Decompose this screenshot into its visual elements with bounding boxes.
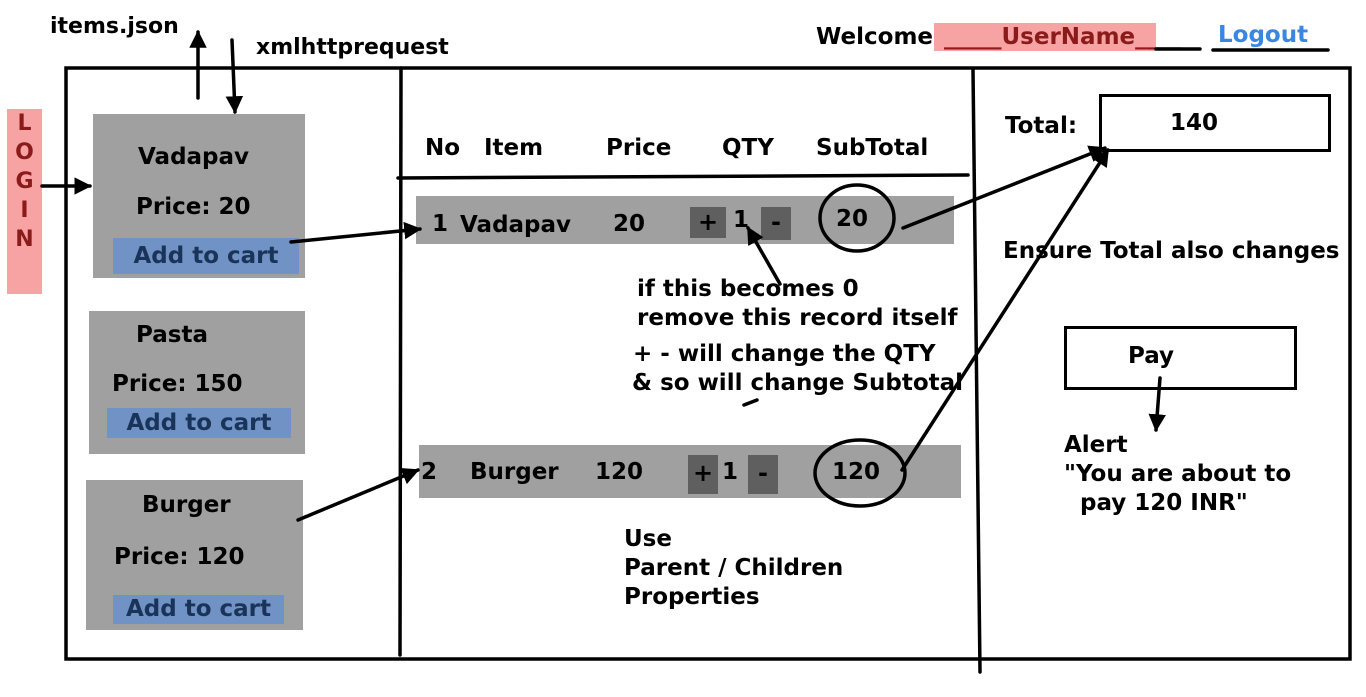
divider-line <box>398 66 403 657</box>
total-label: Total: <box>1005 113 1078 139</box>
arrow-add-burger <box>296 467 420 522</box>
login-letter: I <box>20 198 29 223</box>
product-price: Price: 120 <box>114 544 245 570</box>
note-remove-line1: if this becomes 0 <box>637 276 859 302</box>
xmlhttprequest-label: xmlhttprequest <box>256 35 449 60</box>
cart-header-no: No <box>425 135 461 161</box>
login-letter: N <box>15 227 34 252</box>
note-use-line3: Properties <box>624 584 760 610</box>
note-alert-line2: "You are about to <box>1064 461 1292 487</box>
cart-header-subtotal: SubTotal <box>816 135 929 161</box>
product-name: Vadapav <box>138 144 250 170</box>
cart-header-item: Item <box>484 135 544 161</box>
cart-row-subtotal: 120 <box>832 459 881 485</box>
note-qty-line1: + - will change the QTY <box>633 341 936 367</box>
add-to-cart-button[interactable]: Add to cart <box>107 408 291 438</box>
cart-row-price: 20 <box>613 211 646 237</box>
note-remove-line2: remove this record itself <box>637 305 958 331</box>
cart-row-qty: 1 <box>722 459 739 485</box>
note-use-line1: Use <box>624 526 672 552</box>
qty-plus-button[interactable]: + <box>690 207 726 238</box>
arrow-from-xhr <box>225 38 244 114</box>
qty-plus-button[interactable]: + <box>688 455 718 494</box>
username-label: _____UserName____ <box>944 24 1182 50</box>
add-to-cart-button[interactable]: Add to cart <box>113 595 284 624</box>
note-qty-line2: & so will change Subtotal <box>632 370 964 396</box>
product-price: Price: 20 <box>136 194 251 220</box>
welcome-label: Welcome <box>816 24 934 50</box>
stray-mark <box>742 398 759 407</box>
arrow-add-vadapav <box>289 221 422 244</box>
divider-line <box>971 68 982 674</box>
product-name: Burger <box>142 492 231 518</box>
cart-header-underline <box>396 173 970 180</box>
pay-button[interactable] <box>1064 326 1297 390</box>
items-json-label: items.json <box>50 14 179 39</box>
login-letter: O <box>15 140 34 165</box>
cart-row-item: Vadapav <box>460 212 572 238</box>
note-alert-line1: Alert <box>1064 432 1128 458</box>
cart-row-qty: 1 <box>733 207 750 233</box>
login-letter: L <box>17 111 32 136</box>
cart-row-subtotal: 20 <box>836 206 869 232</box>
username-highlight <box>934 23 1156 51</box>
cart-row-no: 2 <box>421 459 438 485</box>
add-to-cart-button[interactable]: Add to cart <box>113 238 299 274</box>
product-name: Pasta <box>136 322 208 348</box>
qty-minus-button[interactable]: - <box>748 455 778 494</box>
cart-header-qty: QTY <box>722 135 774 161</box>
cart-row-no: 1 <box>432 211 449 237</box>
qty-minus-button[interactable]: - <box>761 207 791 240</box>
total-value: 140 <box>1170 110 1219 136</box>
cart-row-item: Burger <box>470 459 559 485</box>
note-total-changes: Ensure Total also changes <box>1003 238 1340 264</box>
pay-label: Pay <box>1128 343 1175 369</box>
product-price: Price: 150 <box>112 371 243 397</box>
logout-link[interactable]: Logout <box>1218 22 1309 48</box>
cart-row-price: 120 <box>595 459 644 485</box>
note-alert-line3: pay 120 INR" <box>1080 490 1248 516</box>
cart-header-price: Price <box>606 135 672 161</box>
login-tab[interactable]: L O G I N <box>7 109 42 294</box>
note-use-line2: Parent / Children <box>624 555 844 581</box>
login-letter: G <box>15 169 34 194</box>
